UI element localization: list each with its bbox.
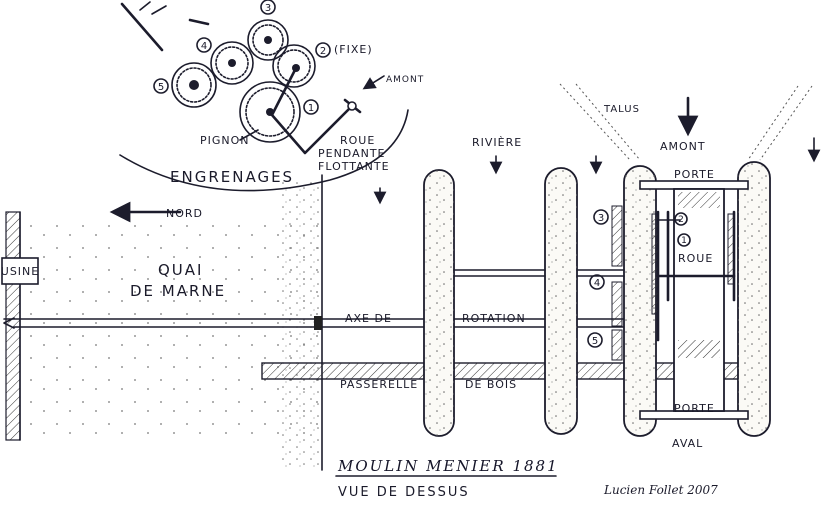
riviere-label: RIVIÈRE <box>472 136 522 149</box>
pier-1 <box>423 169 455 437</box>
porte-bottom-label: PORTE <box>674 402 715 415</box>
pier-4 <box>737 161 771 437</box>
title-line-2: VUE DE DESSUS <box>338 485 470 500</box>
svg-text:2: 2 <box>678 215 684 225</box>
nord-label: NORD <box>166 207 203 220</box>
quai-label-1: QUAI <box>158 261 203 279</box>
svg-text:3: 3 <box>265 3 271 14</box>
nord-arrow: NORD <box>109 201 203 223</box>
signature: Lucien Follet 2007 <box>603 483 718 497</box>
gear-2 <box>272 44 316 88</box>
svg-text:4: 4 <box>594 278 600 289</box>
svg-text:5: 5 <box>158 82 164 93</box>
gear-5 <box>171 62 217 108</box>
passerelle-label-2: DE BOIS <box>465 378 517 391</box>
axe-label-2: ROTATION <box>462 312 526 325</box>
quai-label-2: DE MARNE <box>130 282 226 300</box>
engrenages-label: ENGRENAGES <box>170 168 294 186</box>
talus-label: TALUS <box>603 104 640 115</box>
passerelle-de-bois: PASSERELLE DE BOIS <box>261 362 741 391</box>
gear-4 <box>210 41 254 85</box>
factory-wall <box>5 211 21 441</box>
fixe-label: (FIXE) <box>334 43 373 56</box>
amont-right-label: AMONT <box>660 140 706 153</box>
title-block: MOULIN MENIER 1881 VUE DE DESSUS Lucien … <box>335 457 718 500</box>
usine-box: USINE <box>1 257 39 285</box>
aval-label: AVAL <box>672 437 703 450</box>
talus-slopes <box>559 83 813 161</box>
flow-arrows <box>373 96 821 205</box>
usine-label: USINE <box>1 265 39 278</box>
pier-2 <box>544 167 578 435</box>
axe-label-1: AXE DE <box>345 312 392 325</box>
roue-pendante-3: FLOTTANTE <box>318 160 390 173</box>
svg-text:2: 2 <box>320 46 326 57</box>
gear-3 <box>247 19 289 61</box>
pier-3 <box>623 165 657 437</box>
side-gear-numbers: 3 2 1 4 5 <box>587 209 691 348</box>
porte-top-label: PORTE <box>674 168 715 181</box>
axe-de-rotation: AXE DE ROTATION <box>3 312 651 330</box>
svg-text:1: 1 <box>308 103 314 114</box>
gear-inset: 5 4 3 2 1 (FIXE) AMONT PIGNON ROUE PENDA… <box>119 0 424 192</box>
svg-text:3: 3 <box>598 213 604 224</box>
gear-1 <box>239 81 301 143</box>
roue-label: ROUE <box>678 252 713 265</box>
svg-text:5: 5 <box>592 336 598 347</box>
roue-pendante-1: ROUE <box>340 134 375 147</box>
wheel-frame <box>611 180 749 420</box>
amont-gears-label: AMONT <box>386 75 424 85</box>
svg-text:4: 4 <box>201 41 207 52</box>
svg-text:1: 1 <box>681 236 687 246</box>
pignon-label: PIGNON <box>200 134 250 147</box>
roue-pendante-2: PENDANTE <box>318 147 386 160</box>
title-line-1: MOULIN MENIER 1881 <box>337 457 559 475</box>
passerelle-label-1: PASSERELLE <box>340 378 418 391</box>
